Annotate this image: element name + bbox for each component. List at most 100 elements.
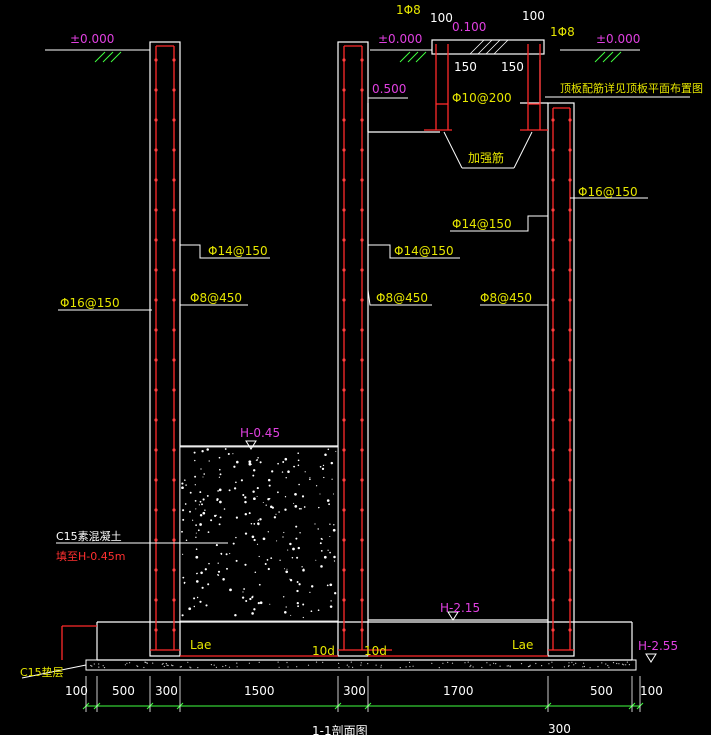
cushion-speckle <box>481 666 483 669</box>
concrete-speckle <box>269 497 271 500</box>
concrete-speckle <box>244 512 248 516</box>
rebar-dot <box>172 58 176 62</box>
concrete-speckle <box>225 553 228 556</box>
concrete-speckle <box>217 570 221 573</box>
concrete-speckle <box>199 500 202 503</box>
concrete-speckle <box>268 484 271 487</box>
concrete-speckle <box>327 448 330 451</box>
concrete-speckle <box>257 519 260 521</box>
concrete-speckle <box>319 493 321 495</box>
rebar-dot <box>342 148 346 152</box>
rebar-dot <box>342 328 346 332</box>
cover-bar-right-label: 1Φ8 <box>550 25 575 39</box>
cushion-speckle <box>375 664 377 666</box>
concrete-speckle <box>284 496 287 498</box>
cushion-speckle <box>286 661 288 664</box>
concrete-speckle <box>253 523 256 525</box>
elevation-triangles <box>245 440 657 663</box>
rebar-dot <box>568 448 572 452</box>
dim-0: 100 <box>65 684 88 698</box>
cushion-speckle <box>210 664 212 666</box>
cushion-speckle <box>447 661 449 664</box>
rebar-dot <box>360 298 364 302</box>
rebar-dot <box>342 118 346 122</box>
rebar-dot <box>172 178 176 182</box>
concrete-speckle <box>329 605 333 608</box>
concrete-speckle <box>309 478 311 481</box>
rebar-dot <box>551 238 555 242</box>
rebar-dot <box>342 208 346 212</box>
concrete-speckle <box>196 596 199 599</box>
cushion-speckle <box>222 665 224 668</box>
concrete-speckle <box>326 499 330 502</box>
rebar-dot <box>551 568 555 572</box>
concrete-speckle <box>321 538 323 541</box>
rebar-dot <box>172 598 176 602</box>
rebar-dot <box>342 598 346 602</box>
concrete-speckle <box>289 579 293 582</box>
cushion-speckle <box>360 664 362 666</box>
concrete-speckle <box>277 462 279 465</box>
concrete-speckle <box>255 459 258 461</box>
elev-ground-right: ±0.000 <box>596 32 640 46</box>
concrete-speckle <box>201 450 204 453</box>
rebar-dot <box>154 448 158 452</box>
concrete-speckle <box>218 523 221 526</box>
ground-hatch <box>94 51 622 63</box>
cushion-speckle <box>493 662 495 664</box>
concrete-speckle <box>256 487 259 490</box>
concrete-speckle <box>182 576 185 579</box>
rebar-dot <box>172 148 176 152</box>
concrete-speckle <box>182 553 184 555</box>
cushion-speckle <box>541 665 543 667</box>
concrete-speckle <box>267 531 269 533</box>
rebar-dot <box>342 268 346 272</box>
concrete-speckle <box>320 550 323 552</box>
cushion-speckle <box>608 666 610 668</box>
concrete-speckle <box>228 489 231 492</box>
concrete-speckle <box>199 523 202 526</box>
rebar-dot <box>360 58 364 62</box>
concrete-speckle <box>270 505 273 509</box>
concrete-speckle <box>278 511 280 513</box>
concrete-speckle <box>194 459 196 462</box>
concrete-speckle <box>281 471 284 473</box>
rebar-dot <box>342 178 346 182</box>
cushion-speckle <box>248 662 250 664</box>
cushion-speckle <box>623 664 625 666</box>
cushion-speckle <box>228 666 231 668</box>
cushion-speckle <box>616 662 618 665</box>
concrete-speckle <box>329 523 331 525</box>
rebar-dots <box>154 58 572 632</box>
rebar-dot <box>568 148 572 152</box>
cushion-speckle <box>152 662 154 664</box>
cushion-speckle <box>146 662 148 664</box>
concrete-speckle <box>200 468 202 470</box>
cushion-speckle <box>589 667 591 669</box>
concrete-speckle <box>315 559 317 561</box>
cushion-speckle <box>551 666 553 668</box>
rebar-dot <box>342 478 346 482</box>
cushion-speckle <box>322 661 324 664</box>
rebar-dot <box>154 298 158 302</box>
elev-base-bottom: H-2.55 <box>638 639 678 653</box>
concrete-speckle <box>248 460 252 464</box>
concrete-speckle <box>195 555 199 559</box>
concrete-speckle <box>332 493 335 495</box>
cushion-speckle <box>179 666 181 668</box>
rebar-dot <box>568 628 572 632</box>
rebar-dot <box>360 418 364 422</box>
rebar-dot <box>360 448 364 452</box>
concrete-speckle <box>244 563 247 566</box>
concrete-speckle <box>195 524 197 526</box>
cushion-speckle <box>180 666 182 668</box>
concrete-speckle <box>303 506 306 508</box>
cushion-speckle <box>225 665 227 667</box>
rebar-dot <box>172 208 176 212</box>
concrete-speckle <box>290 614 292 616</box>
concrete-speckle <box>181 530 183 533</box>
cushion-speckle <box>597 666 599 668</box>
concrete-speckle <box>282 596 285 598</box>
rebar-dot <box>551 628 555 632</box>
concrete-speckle <box>217 490 219 492</box>
